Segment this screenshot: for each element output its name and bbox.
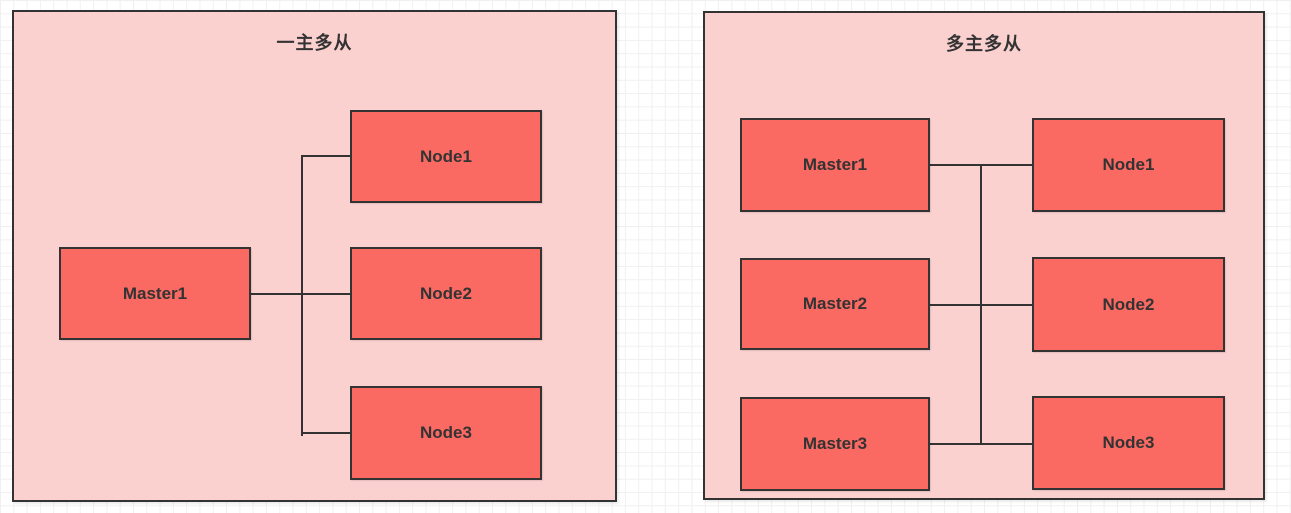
node-label: Node2: [1102, 294, 1155, 314]
node-box-node2: Node2: [350, 247, 542, 340]
node-label: Master2: [802, 294, 868, 313]
node-box-node1: Node1: [1032, 118, 1225, 212]
node-label: Master3: [802, 434, 868, 453]
node-label: Node3: [420, 423, 472, 442]
panel-single-master: 一主多从 Master1 Node1 Node2 Node3: [12, 10, 617, 502]
connector-trunk-vertical: [980, 164, 982, 445]
connector-trunk-vertical: [301, 155, 303, 436]
node-label: Master1: [122, 283, 188, 303]
panel-multi-master: 多主多从 Master1 Node1 Master2 Node2 Master3…: [703, 11, 1265, 500]
node-box-node3: Node3: [1032, 396, 1225, 490]
node-box-master1: Master1: [740, 118, 930, 212]
node-label: Node1: [1102, 155, 1155, 174]
node-label: Master1: [802, 155, 868, 174]
node-box-node1: Node1: [350, 110, 542, 203]
node-box-node2: Node2: [1032, 257, 1225, 352]
connector-trunk-node3: [301, 432, 350, 434]
connector-trunk-node1: [301, 155, 350, 157]
node-box-master1: Master1: [59, 247, 251, 340]
node-label: Node2: [420, 283, 472, 303]
panel-title-multi-master: 多主多从: [946, 34, 1022, 54]
node-box-master3: Master3: [740, 397, 930, 491]
panel-title-single-master: 一主多从: [276, 33, 353, 53]
node-box-node3: Node3: [350, 386, 542, 480]
node-label: Node3: [1102, 433, 1155, 452]
connector-master1-node2: [251, 293, 350, 295]
node-box-master2: Master2: [740, 258, 930, 350]
node-label: Node1: [420, 146, 472, 166]
